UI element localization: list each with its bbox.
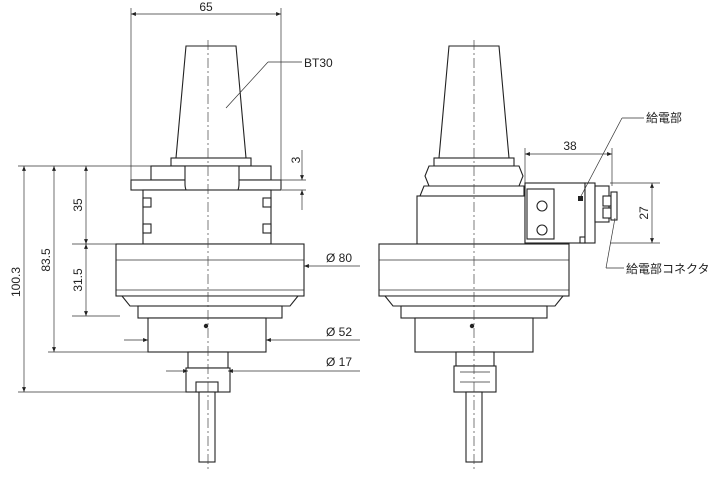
- dim-dia-80: Ø 80: [326, 251, 352, 265]
- upper-body-left: [142, 189, 272, 245]
- bt-taper-left: [175, 45, 247, 159]
- dim-height-83-5: 83.5: [39, 248, 53, 272]
- left-view: 65 BT30 3 35 31.5 83.5 100.3 Ø 80 Ø 52: [9, 0, 360, 470]
- power-unit-bolt-2: [536, 224, 548, 236]
- connector-base: [584, 182, 596, 244]
- stopper-pin-left-1: [142, 197, 152, 208]
- tool-shank-left: [198, 391, 216, 463]
- body-chamfer-left: [120, 295, 300, 307]
- stopper-pin-left-2: [142, 223, 152, 234]
- dim-height-31-5: 31.5: [71, 268, 85, 292]
- collet-slot-left: [195, 381, 219, 393]
- dim-height-100-3: 100.3: [9, 267, 23, 297]
- dim-width-38: 38: [563, 139, 577, 153]
- collet-nut-right: [455, 351, 495, 367]
- flange-step-right: [419, 185, 525, 197]
- connector-cap: [610, 191, 618, 221]
- stopper-pin-right-1: [262, 197, 272, 208]
- connector-pin-2: [602, 207, 612, 219]
- dim-width-65: 65: [199, 0, 213, 14]
- dim-dia-17: Ø 17: [326, 355, 352, 369]
- nose-hole-left: [203, 323, 209, 329]
- stopper-pin-right-2: [262, 223, 272, 234]
- dim-flange-3: 3: [289, 156, 303, 163]
- label-bt30: BT30: [304, 56, 333, 70]
- dim-dia-52: Ø 52: [326, 325, 352, 339]
- nose-left: [147, 317, 267, 353]
- collet-right: [453, 365, 497, 393]
- dim-height-35: 35: [71, 198, 85, 212]
- upper-body-right: [416, 195, 526, 245]
- body-step-left: [137, 305, 283, 319]
- connector-pin-1: [602, 195, 612, 207]
- power-unit-tab: [579, 236, 586, 244]
- taper-collar-left: [170, 157, 252, 167]
- main-body-left: [115, 243, 305, 297]
- right-view: 38 27 給電部 給電部コネクタ: [378, 40, 710, 470]
- dim-height-27: 27: [637, 206, 651, 220]
- power-unit-indicator: [578, 196, 583, 201]
- label-power-connector: 給電部コネクタ: [626, 261, 710, 276]
- power-unit-bolt-1: [536, 200, 548, 212]
- label-power-unit: 給電部: [646, 110, 682, 125]
- nose-hole-right: [469, 323, 475, 329]
